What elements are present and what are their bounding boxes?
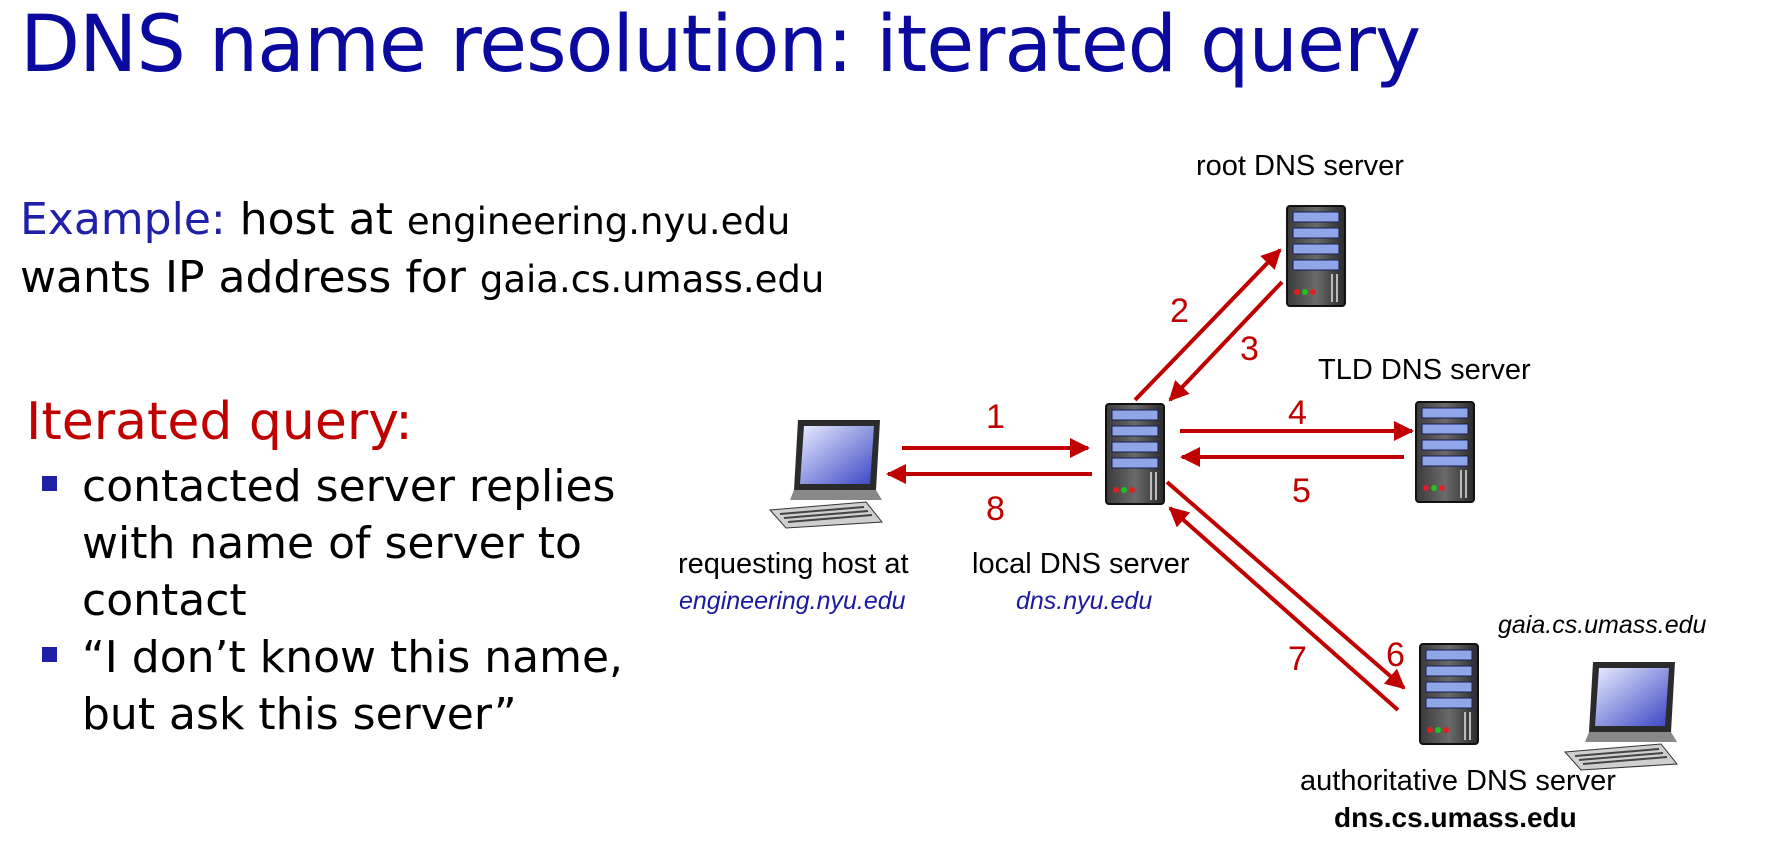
iterated-query-heading: Iterated query: (26, 392, 413, 452)
slide-title: DNS name resolution: iterated query (20, 0, 1421, 90)
step-number-8: 8 (986, 490, 1005, 528)
bullet-item: contacted server replies with name of se… (40, 458, 702, 629)
query-arrow-2 (1133, 248, 1282, 402)
authoritative-dns-server-host: dns.cs.umass.edu (1334, 802, 1577, 833)
gaia-host-computer-icon (1564, 661, 1678, 771)
tld-dns-server-label: TLD DNS server (1318, 354, 1531, 386)
step-number-5: 5 (1292, 472, 1311, 510)
query-arrow-6 (1165, 480, 1406, 690)
gaia-host-name: gaia.cs.umass.edu (1498, 611, 1707, 639)
example-keyword: Example: (20, 194, 226, 245)
bullet-square-icon (42, 647, 57, 662)
step-number-4: 4 (1288, 394, 1307, 432)
step-number-6: 6 (1386, 636, 1405, 674)
step-number-2: 2 (1170, 292, 1189, 330)
bullet-square-icon (42, 476, 57, 491)
reply-arrow-7 (1168, 506, 1400, 712)
bullet-item: “I don’t know this name, but ask this se… (40, 629, 702, 743)
reply-arrow-3 (1168, 280, 1284, 402)
requesting-host-label: requesting host at (678, 548, 909, 580)
step-number-3: 3 (1240, 330, 1259, 368)
requesting-host-computer-icon (769, 419, 883, 529)
example-line1-text: host at (225, 194, 407, 245)
example-line2-text: wants IP address for (20, 252, 480, 303)
bullet-list: contacted server replies with name of se… (40, 458, 702, 743)
example-text: Example: host at engineering.nyu.edu wan… (20, 192, 824, 308)
step-number-7: 7 (1288, 640, 1307, 678)
local-dns-server-host: dns.nyu.edu (1016, 587, 1153, 615)
bullet-text: contacted server replies with name of se… (82, 461, 616, 626)
root-dns-server-icon (1286, 205, 1346, 307)
example-line-2: wants IP address for gaia.cs.umass.edu (20, 250, 824, 308)
local-dns-server-label: local DNS server (972, 548, 1190, 580)
local-dns-server-icon (1105, 403, 1165, 505)
authoritative-dns-server-icon (1419, 643, 1479, 745)
root-dns-server-label: root DNS server (1196, 150, 1404, 182)
authoritative-dns-server-label: authoritative DNS server (1300, 765, 1616, 797)
example-line-1: Example: host at engineering.nyu.edu (20, 192, 824, 250)
requesting-host-name: engineering.nyu.edu (679, 587, 906, 615)
example-host-nyu: engineering.nyu.edu (406, 200, 791, 243)
step-number-1: 1 (986, 398, 1005, 436)
tld-dns-server-icon (1415, 401, 1475, 503)
example-host-gaia: gaia.cs.umass.edu (479, 258, 825, 301)
bullet-text: “I don’t know this name, but ask this se… (82, 632, 624, 740)
